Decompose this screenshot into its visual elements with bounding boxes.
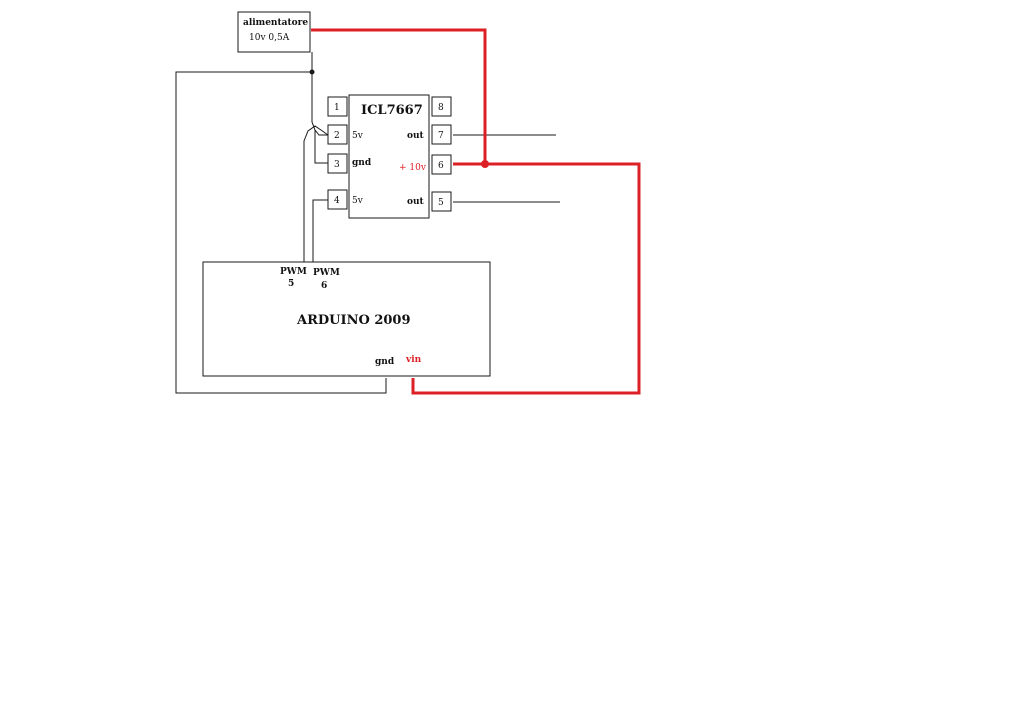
pin-5-label: out bbox=[407, 197, 425, 207]
arduino-vin-label: vin bbox=[405, 355, 422, 365]
pin3-wire bbox=[314, 130, 328, 164]
pin-1: 1 bbox=[327, 96, 348, 117]
pin-6: 6 bbox=[431, 154, 452, 175]
supply-10v-wire bbox=[311, 28, 487, 164]
arduino-name: ARDUINO 2009 bbox=[296, 313, 411, 328]
pin-7-label: out bbox=[407, 131, 425, 141]
pin-3: 3 bbox=[327, 153, 348, 174]
arduino-gnd-label: gnd bbox=[375, 357, 395, 367]
pin-4-number: 4 bbox=[334, 196, 340, 206]
pin-2-number: 2 bbox=[334, 131, 340, 141]
pin-4: 4 bbox=[327, 189, 348, 210]
pwm6-wire bbox=[312, 199, 328, 262]
ground-junction-dot bbox=[309, 69, 315, 75]
chip-pin-labels: 5v gnd 5v out + 10v out bbox=[352, 131, 427, 207]
power-supply-rating: 10v 0,5A bbox=[249, 33, 290, 43]
pin-6-label: + 10v bbox=[399, 163, 427, 173]
pin-4-label: 5v bbox=[352, 196, 364, 206]
pin-7: 7 bbox=[431, 124, 452, 145]
pin-5-number: 5 bbox=[438, 198, 444, 208]
pin-7-number: 7 bbox=[438, 131, 444, 141]
pwm5-number: 5 bbox=[288, 279, 294, 289]
power-supply-title: alimentatore bbox=[243, 18, 308, 28]
pwm6-label: PWM bbox=[313, 268, 340, 278]
pin-6-number: 6 bbox=[438, 161, 444, 171]
pin-8-number: 8 bbox=[438, 103, 444, 113]
pin2-wire bbox=[311, 72, 328, 136]
vin-wire bbox=[411, 162, 641, 395]
chip-pins: 1 2 3 4 8 7 6 5 bbox=[327, 96, 452, 212]
pwm5-wire bbox=[303, 125, 329, 262]
power-junction-dot bbox=[481, 160, 489, 168]
chip-name: ICL7667 bbox=[361, 103, 423, 118]
ground-return-wire bbox=[175, 71, 387, 394]
pin-5: 5 bbox=[431, 191, 452, 212]
pwm6-number: 6 bbox=[321, 281, 327, 291]
power-wires bbox=[311, 28, 641, 395]
pin-2-label: 5v bbox=[352, 131, 364, 141]
power-supply: alimentatore 10v 0,5A bbox=[237, 11, 311, 53]
pin-3-label: gnd bbox=[352, 158, 372, 168]
pin-1-number: 1 bbox=[334, 103, 340, 113]
chip-icl7667: ICL7667 bbox=[348, 94, 430, 219]
pin-3-number: 3 bbox=[334, 160, 340, 170]
arduino-board: PWM 5 PWM 6 ARDUINO 2009 gnd vin bbox=[202, 261, 491, 377]
pin-2: 2 bbox=[327, 124, 348, 145]
pwm5-label: PWM bbox=[280, 267, 307, 277]
ground-wires bbox=[175, 52, 560, 394]
pin-8: 8 bbox=[431, 96, 452, 117]
